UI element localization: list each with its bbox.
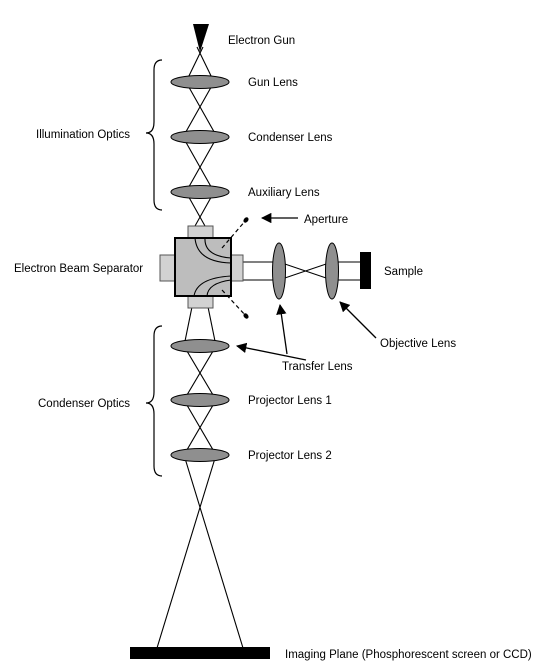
condenser-optics-brace (145, 325, 163, 477)
auxiliary-lens-label: Auxiliary Lens (248, 187, 320, 199)
electron-gun-label: Electron Gun (228, 35, 295, 47)
objective-lens-label: Objective Lens (380, 338, 456, 350)
imaging-plane (130, 647, 270, 659)
condenser-optics-label: Condenser Optics (38, 398, 130, 410)
sample (360, 252, 371, 289)
projector-lens-2-label: Projector Lens 2 (248, 450, 332, 462)
transfer-lens (170, 339, 230, 353)
transfer-lens-arrow-left (235, 342, 307, 361)
projector-lens-1 (170, 393, 230, 407)
electron-gun-icon (193, 24, 209, 52)
illumination-optics-brace (145, 59, 163, 211)
projector-lens-1-label: Projector Lens 1 (248, 395, 332, 407)
imaging-plane-label: Imaging Plane (Phosphorescent screen or … (285, 649, 532, 661)
transfer-lens-label: Transfer Lens (282, 361, 353, 373)
aperture-label: Aperture (304, 214, 348, 226)
condenser-lens-label: Condenser Lens (248, 132, 333, 144)
transfer-lens-horizontal (272, 242, 286, 300)
aperture (221, 217, 249, 319)
auxiliary-lens (170, 185, 230, 199)
electron-beam-separator-label: Electron Beam Separator (14, 263, 143, 275)
transfer-lens-arrow-up (276, 303, 288, 355)
illumination-optics-label: Illumination Optics (36, 129, 130, 141)
objective-lens-arrow (339, 301, 377, 339)
condenser-lens (170, 130, 230, 144)
sample-label: Sample (384, 266, 423, 278)
projector-lens-2 (170, 448, 230, 462)
gun-lens-label: Gun Lens (248, 77, 298, 89)
objective-lens (325, 242, 339, 300)
gun-lens (170, 75, 230, 89)
electron-beam-separator (159, 225, 244, 309)
